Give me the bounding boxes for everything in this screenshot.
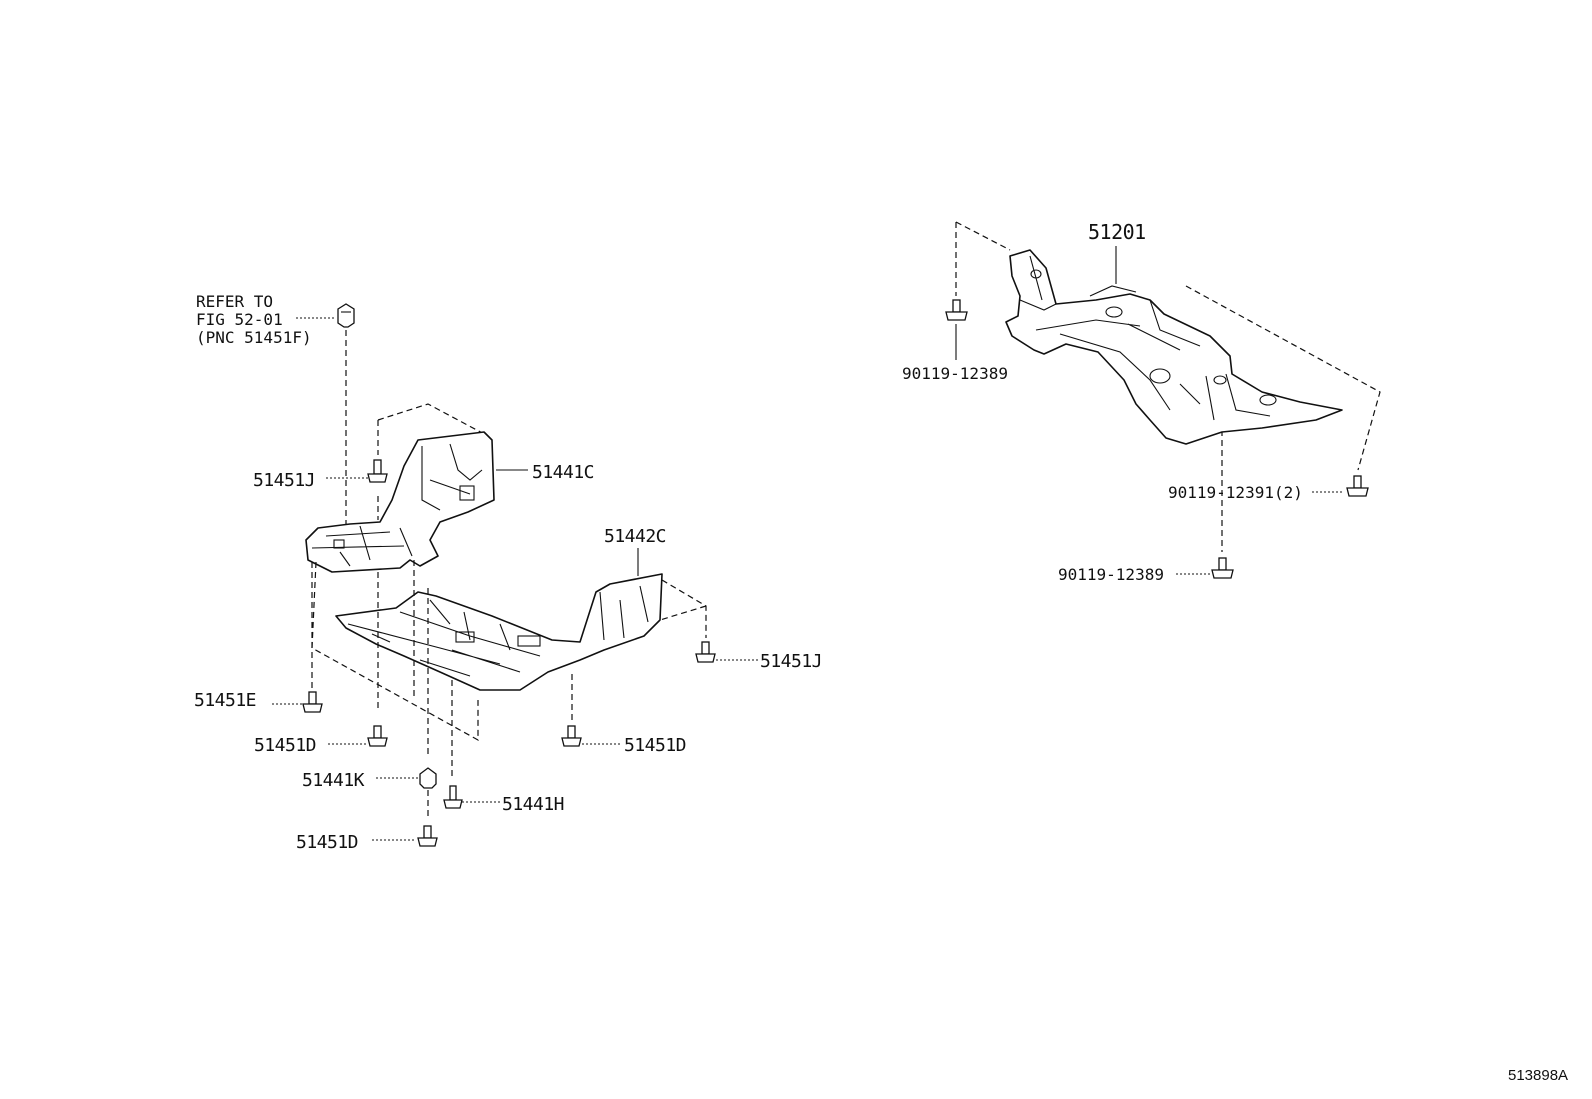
label-51451j-right[interactable]: 51451J (760, 651, 823, 672)
clip-51441k[interactable] (419, 767, 437, 789)
label-90119-12389-bottom[interactable]: 90119-12389 (1058, 565, 1164, 584)
lower-cover-guide-box (311, 561, 479, 742)
label-51451d-b[interactable]: 51451D (624, 735, 687, 756)
label-51451e[interactable]: 51451E (194, 690, 257, 711)
part-51201-shape[interactable] (1005, 249, 1343, 445)
bolt-51451j-left[interactable] (367, 459, 388, 483)
bolt-90119-12389-top[interactable] (945, 299, 968, 321)
figure-id: 513898A (1508, 1067, 1568, 1084)
cover-51441c-guide-top (377, 403, 489, 437)
screw-51441h[interactable] (443, 785, 463, 809)
label-51451j-left[interactable]: 51451J (253, 470, 316, 491)
bolt-51451d-c[interactable] (417, 825, 438, 847)
bolt-51451d-b[interactable] (561, 725, 582, 747)
label-90119-12389-top[interactable]: 90119-12389 (902, 364, 1008, 383)
label-90119-12391[interactable]: 90119-12391(2) (1168, 483, 1303, 502)
bolt-51451j-right[interactable] (695, 641, 716, 663)
bolt-51451d-a[interactable] (367, 725, 388, 747)
part-51442c-shape[interactable] (335, 573, 663, 691)
bolt-51451e[interactable] (302, 691, 323, 713)
bolt-90119-12391[interactable] (1346, 475, 1369, 497)
crossmember-guide-box (955, 221, 1381, 471)
label-51441h[interactable]: 51441H (502, 794, 565, 815)
bolt-90119-12389-bottom[interactable] (1211, 557, 1234, 579)
label-51451d-a[interactable]: 51451D (254, 735, 317, 756)
label-51201[interactable]: 51201 (1088, 220, 1146, 244)
label-51442c[interactable]: 51442C (604, 526, 667, 547)
part-51441c-shape[interactable] (305, 431, 495, 573)
label-51441k[interactable]: 51441K (302, 770, 365, 791)
label-51441c[interactable]: 51441C (532, 462, 595, 483)
reference-clip[interactable] (337, 303, 355, 328)
reference-line-1: REFER TO (196, 292, 273, 311)
label-51451d-c[interactable]: 51451D (296, 832, 359, 853)
guide-51451j-right (659, 579, 707, 638)
reference-line-3: (PNC 51451F) (196, 328, 312, 347)
reference-line-2: FIG 52-01 (196, 310, 283, 329)
